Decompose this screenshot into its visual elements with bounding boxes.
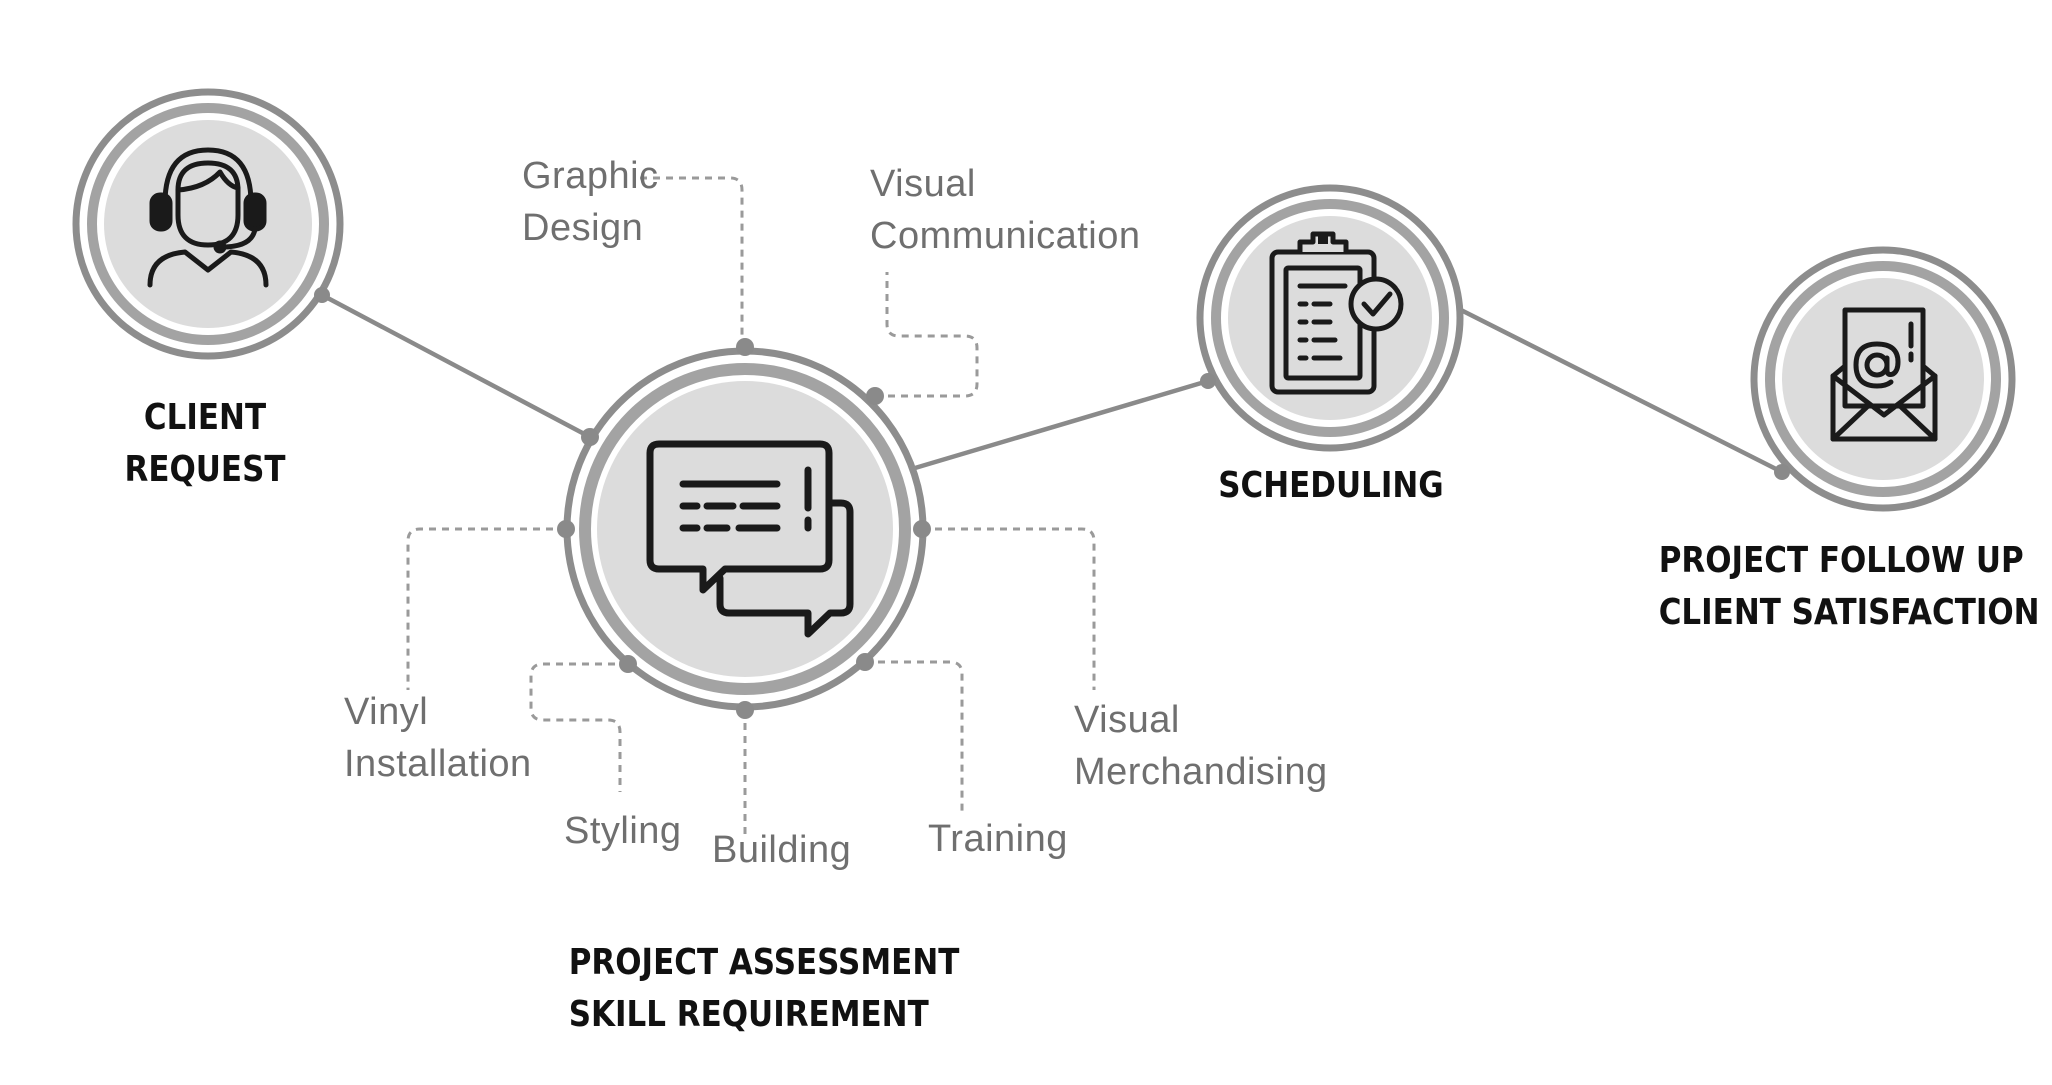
node-client-request bbox=[72, 88, 344, 360]
email-envelope-icon bbox=[1830, 307, 1938, 442]
stage-title-scheduling: SCHEDULING bbox=[1218, 460, 1444, 512]
dash-visual-communication bbox=[875, 272, 979, 398]
node-project-assessment bbox=[557, 338, 931, 719]
connector-lines bbox=[319, 292, 1785, 475]
skill-label-vinyl-installation: Vinyl Installation bbox=[344, 686, 532, 790]
skill-label-line: Installation bbox=[344, 743, 532, 785]
skill-label-line: Training bbox=[928, 818, 1068, 860]
stage-title-project-follow-up: PROJECT FOLLOW UP CLIENT SATISFACTION bbox=[1658, 535, 2040, 639]
chat-bubbles-icon bbox=[646, 440, 854, 638]
connector-assessment-to-scheduling bbox=[912, 378, 1211, 471]
connector-scheduling-to-followup bbox=[1450, 303, 1785, 475]
skill-label-building: Building bbox=[712, 824, 851, 876]
dash-graphic-design bbox=[640, 176, 744, 347]
dash-training bbox=[865, 660, 964, 812]
skill-label-visual-communication: Visual Communication bbox=[870, 158, 1141, 262]
skill-label-line: Visual bbox=[870, 163, 976, 205]
stage-title-line: SKILL REQUIREMENT bbox=[568, 994, 929, 1035]
stage-title-line: SCHEDULING bbox=[1218, 465, 1444, 506]
stage-title-line: PROJECT ASSESSMENT bbox=[568, 942, 960, 983]
stage-title-line: PROJECT FOLLOW UP bbox=[1658, 540, 2024, 581]
node-scheduling bbox=[1196, 184, 1464, 452]
dash-vinyl-installation bbox=[406, 527, 566, 690]
skill-label-visual-merchandising: Visual Merchandising bbox=[1074, 694, 1328, 798]
skill-label-line: Visual bbox=[1074, 699, 1180, 741]
skill-label-line: Styling bbox=[564, 810, 682, 852]
skill-connectors bbox=[406, 176, 1096, 840]
skill-label-line: Merchandising bbox=[1074, 751, 1328, 793]
skill-label-line: Graphic bbox=[522, 155, 659, 197]
stage-title-client-request: CLIENT REQUEST bbox=[106, 392, 304, 496]
skill-label-training: Training bbox=[928, 813, 1068, 865]
stage-title-project-assessment: PROJECT ASSESSMENT SKILL REQUIREMENT bbox=[568, 937, 960, 1041]
skill-label-graphic-design: Graphic Design bbox=[522, 150, 659, 254]
headset-agent-icon bbox=[147, 147, 269, 288]
skill-label-line: Building bbox=[712, 829, 852, 871]
skill-label-line: Communication bbox=[870, 215, 1141, 257]
node-project-follow-up bbox=[1750, 246, 2016, 512]
connector-client-to-assessment bbox=[319, 292, 593, 440]
stage-title-line: CLIENT bbox=[143, 397, 267, 438]
skill-label-line: Vinyl bbox=[344, 691, 429, 733]
dash-visual-merchandising bbox=[922, 527, 1096, 690]
stage-title-line: CLIENT SATISFACTION bbox=[1658, 592, 2040, 633]
clipboard-check-icon bbox=[1269, 231, 1404, 395]
skill-label-styling: Styling bbox=[564, 805, 682, 857]
dash-styling bbox=[529, 662, 628, 792]
skill-label-line: Design bbox=[522, 207, 644, 249]
stage-title-line: REQUEST bbox=[124, 449, 286, 490]
